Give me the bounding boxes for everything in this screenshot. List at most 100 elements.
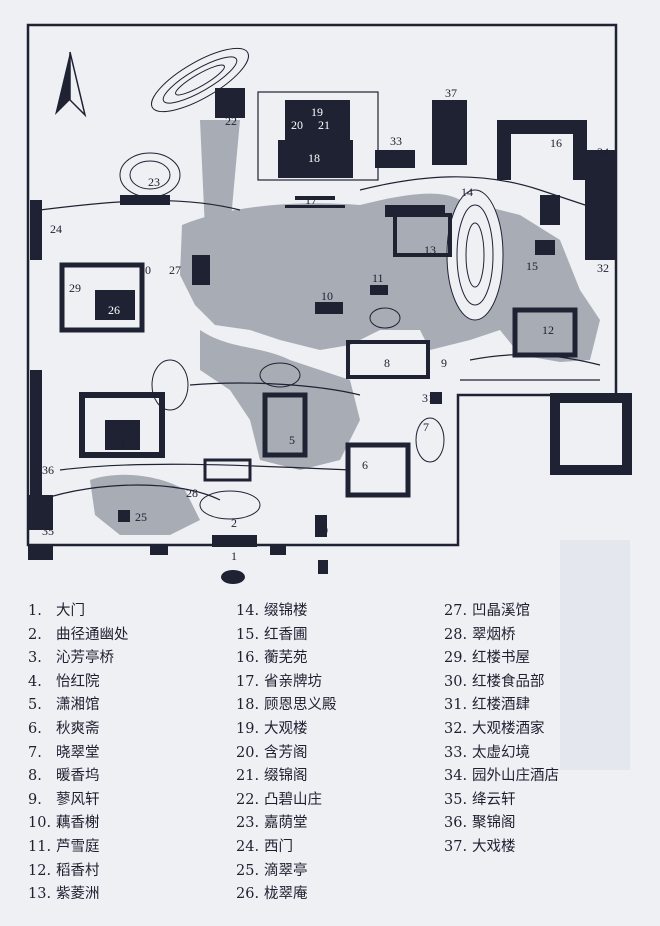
legend-place-name: 潇湘馆 (56, 697, 100, 714)
legend-place-name: 嘉荫堂 (264, 815, 308, 832)
legend-number: 12. (28, 862, 52, 879)
legend-number: 35. (444, 791, 468, 808)
map-label-11: 11 (372, 271, 384, 285)
legend-place-name: 藕香榭 (56, 815, 100, 832)
legend-item: 33.太虚幻境 (444, 742, 559, 766)
legend-place-name: 凸碧山庄 (264, 791, 322, 808)
legend-item: 20.含芳阁 (236, 742, 337, 766)
map-number-labels: 1 2 4 5 6 7 8 9 10 11 12 13 14 15 16 17 … (42, 86, 609, 563)
legend-place-name: 翠烟桥 (472, 626, 516, 643)
legend-place-name: 红香圃 (264, 626, 308, 643)
legend-place-name: 大门 (56, 603, 85, 619)
legend-place-name: 蘅芜苑 (264, 650, 308, 667)
legend-number: 9. (28, 791, 42, 808)
legend-number: 34. (444, 768, 468, 785)
legend-item: 5. 潇湘馆 (28, 694, 129, 718)
legend-number: 30. (444, 673, 468, 690)
legend-number: 6. (28, 720, 42, 737)
map-label-21: 21 (318, 118, 330, 132)
legend-item: 2. 曲径通幽处 (28, 624, 129, 648)
map-label-23: 23 (148, 175, 160, 189)
legend-item: 34.园外山庄酒店 (444, 765, 559, 789)
legend-place-name: 曲径通幽处 (56, 626, 129, 643)
legend-number: 13. (28, 886, 52, 903)
legend-item: 18.顾恩思义殿 (236, 694, 337, 718)
legend-number: 21. (236, 768, 260, 785)
legend-place-name: 太虚幻境 (472, 744, 530, 761)
legend-item: 1.大门 (28, 600, 129, 624)
map-label-8: 8 (384, 356, 390, 370)
legend-place-name: 绛云轩 (472, 791, 516, 808)
legend-item: 28.翠烟桥 (444, 624, 559, 648)
legend-place-name: 晓翠堂 (56, 744, 100, 761)
legend-number: 36. (444, 815, 468, 832)
legend-item: 30.红楼食品部 (444, 671, 559, 695)
legend-item: 25.滴翠亭 (236, 860, 337, 884)
map-label-34: 34 (597, 145, 609, 159)
map-label-36: 36 (42, 463, 54, 477)
legend-item: 8.暖香坞 (28, 765, 129, 789)
map-label-12: 12 (542, 323, 554, 337)
legend-number: 24. (236, 838, 260, 855)
legend-item: 21.缀锦阁 (236, 765, 337, 789)
legend-place-name: 红楼食品部 (472, 673, 545, 690)
legend-place-name: 凹晶溪馆 (472, 603, 530, 619)
legend-item: 7.晓翠堂 (28, 742, 129, 766)
channel-west (200, 120, 240, 230)
legend-number: 16. (236, 650, 260, 667)
map-label-15: 15 (526, 259, 538, 273)
map-label-25: 25 (135, 510, 147, 524)
legend-number: 2. (28, 626, 42, 643)
legend-place-name: 紫菱洲 (56, 886, 100, 903)
legend-place-name: 秋爽斋 (56, 720, 100, 737)
hills (119, 47, 504, 520)
legend-place-name: 栊翠庵 (264, 886, 308, 903)
map-label-24: 24 (50, 222, 62, 236)
map-label-30: 30 (139, 263, 151, 277)
map-label-29: 29 (69, 281, 81, 295)
map-label-13: 13 (424, 243, 436, 257)
pond-south (90, 474, 200, 535)
legend-item: 22.凸碧山庄 (236, 789, 337, 813)
map-label-16: 16 (550, 136, 562, 150)
legend-place-name: 聚锦阁 (472, 815, 516, 832)
legend-place-name: 大观楼酒家 (472, 720, 545, 737)
legend-place-name: 滴翠亭 (264, 862, 308, 879)
map-label-7: 7 (423, 420, 429, 434)
legend-number: 31. (444, 697, 468, 714)
legend-number: 23. (236, 815, 260, 832)
map-label-20: 20 (291, 118, 303, 132)
legend-item: 11.芦雪庭 (28, 836, 129, 860)
legend-number: 5. (28, 697, 42, 714)
legend-number: 20. (236, 744, 260, 761)
legend-item: 9. 蓼风轩 (28, 789, 129, 813)
legend-place-name: 芦雪庭 (56, 838, 100, 855)
legend-place-name: 大观楼 (264, 720, 308, 737)
map-label-2: 2 (231, 516, 237, 530)
garden-map: 1 2 4 5 6 7 8 9 10 11 12 13 14 15 16 17 … (26, 23, 632, 584)
legend-item: 31.红楼酒肆 (444, 694, 559, 718)
legend-place-name: 红楼书屋 (472, 650, 530, 667)
legend-place-name: 蓼风轩 (56, 791, 100, 808)
legend-item: 10.藕香榭 (28, 812, 129, 836)
legend-item: 6. 秋爽斋 (28, 718, 129, 742)
buildings (28, 88, 632, 584)
legend-place-name: 顾恩思义殿 (264, 697, 337, 714)
legend-item: 12.稻香村 (28, 860, 129, 884)
map-label-33: 33 (390, 134, 402, 148)
legend-item: 3.沁芳亭桥 (28, 647, 129, 671)
map-label-31: 31 (422, 391, 434, 405)
map-label-4: 4 (119, 437, 125, 451)
legend-place-name: 暖香坞 (56, 768, 100, 785)
legend-number: 37. (444, 838, 468, 855)
map-label-6: 6 (362, 458, 368, 472)
map-label-22: 22 (225, 114, 237, 128)
map-label-37: 37 (445, 86, 457, 100)
legend-item: 17.省亲牌坊 (236, 671, 337, 695)
map-label-17: 17 (305, 193, 317, 207)
legend-item: 26.栊翠庵 (236, 883, 337, 907)
map-label-30b: 30 (316, 523, 328, 537)
legend-item: 27.凹晶溪馆 (444, 600, 559, 624)
map-label-18: 18 (308, 151, 320, 165)
